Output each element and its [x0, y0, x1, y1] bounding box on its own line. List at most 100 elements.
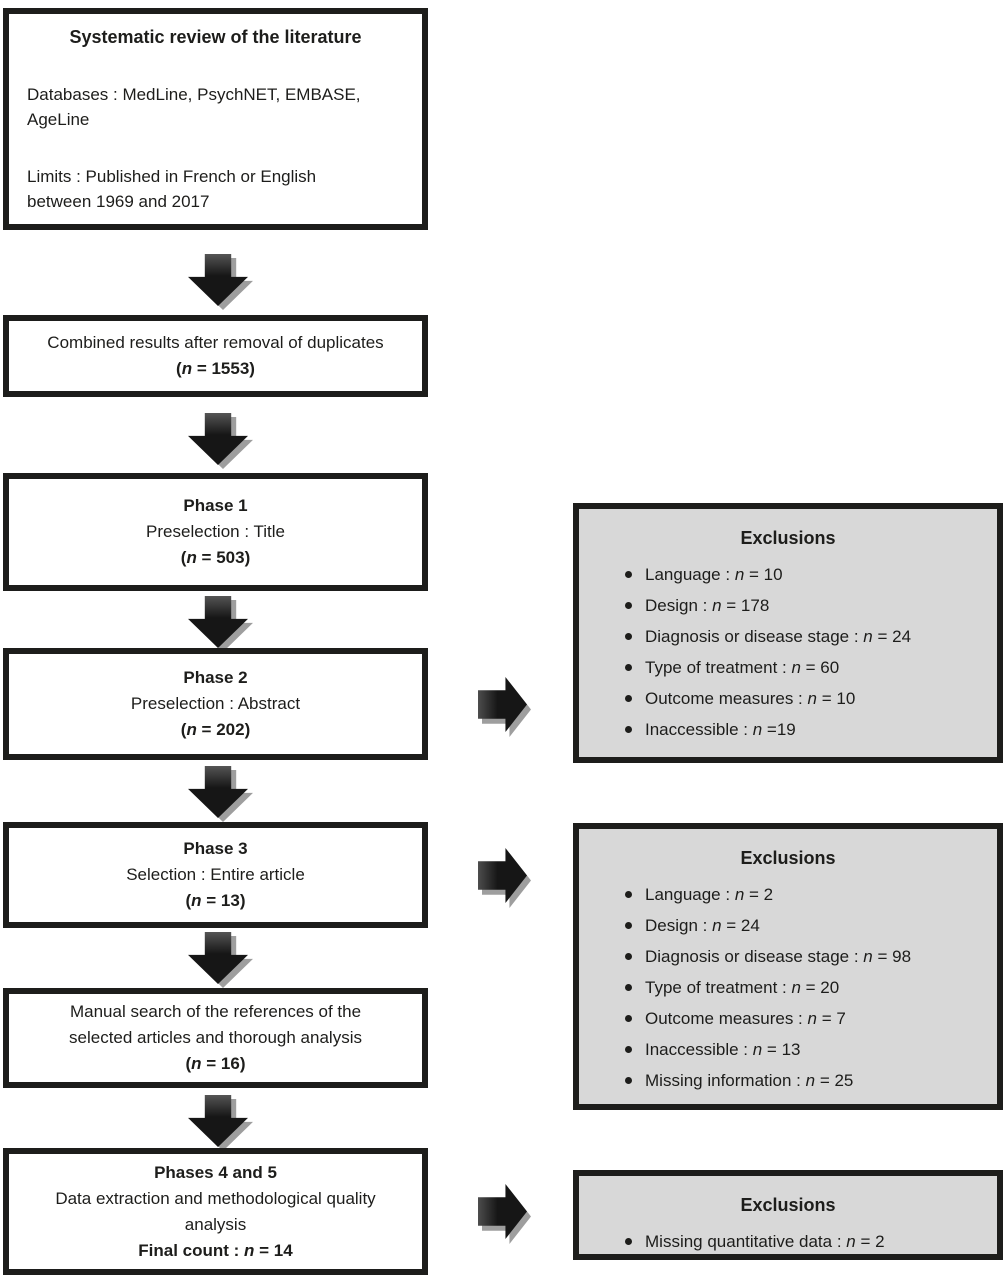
text-line: Data extraction and methodological quali…	[55, 1188, 376, 1208]
text-line: Manual search of the references of the	[69, 1002, 362, 1021]
text-line: between 1969 and 2017	[27, 192, 210, 211]
count-line: (n = 503)	[181, 545, 250, 571]
text-line: selected articles and thorough analysis	[69, 1028, 362, 1047]
count-pre: (	[180, 548, 187, 567]
exclusions-title: Exclusions	[740, 848, 836, 868]
exclusion-label: Inaccessible :	[645, 720, 753, 739]
exclusion-label: Design :	[645, 596, 713, 615]
count-post: = 1553)	[192, 359, 255, 378]
n-variable: n	[186, 548, 197, 567]
phase-title: Phase 3	[183, 839, 248, 858]
box-systematic-review: Systematic review of the literature Data…	[3, 8, 428, 230]
box-phase-2: Phase 2 Preselection : Abstract (n = 202…	[3, 648, 428, 760]
phase-title: Phase 1	[183, 496, 248, 515]
exclusion-label: Outcome measures :	[645, 1009, 808, 1028]
box-exclusions-final: Exclusions Missing quantitative data : n…	[573, 1170, 1003, 1260]
count-post: = 14	[254, 1240, 293, 1260]
phase-title: Phase 2	[183, 668, 248, 687]
count-pre: Final count :	[138, 1240, 245, 1260]
exclusions-list: Language : n = 10 Design : n = 178 Diagn…	[625, 559, 997, 745]
exclusions-list: Language : n = 2 Design : n = 24 Diagnos…	[625, 879, 997, 1096]
exclusions-title: Exclusions	[740, 1195, 836, 1215]
n-variable: n	[805, 1071, 816, 1090]
arrow-down-icon	[188, 596, 248, 648]
exclusion-count: = 20	[800, 978, 840, 997]
n-variable: n	[807, 689, 817, 708]
n-variable: n	[752, 720, 763, 739]
count-post: = 202)	[196, 720, 251, 739]
count-pre: (	[180, 720, 187, 739]
box-manual-search: Manual search of the references of the s…	[3, 988, 428, 1088]
exclusion-label: Outcome measures :	[645, 689, 808, 708]
exclusion-count: = 13	[762, 1040, 801, 1059]
exclusion-item: Inaccessible : n =19	[625, 714, 997, 745]
count-pre: (	[185, 891, 192, 910]
limits-paragraph: Limits : Published in French or English …	[9, 164, 422, 214]
exclusions-list: Missing quantitative data : n = 2	[625, 1226, 997, 1257]
exclusion-item: Type of treatment : n = 60	[625, 652, 997, 683]
exclusions-title: Exclusions	[740, 528, 836, 548]
exclusion-item: Outcome measures : n = 10	[625, 683, 997, 714]
exclusion-item: Missing information : n = 25	[625, 1065, 997, 1096]
final-count-line: Final count : n = 14	[138, 1238, 292, 1264]
arrow-down-icon	[188, 413, 248, 465]
exclusion-item: Type of treatment : n = 20	[625, 972, 997, 1003]
n-variable: n	[712, 596, 722, 615]
text-line: AgeLine	[27, 110, 90, 129]
n-variable: n	[191, 891, 202, 910]
count-pre: (	[176, 359, 182, 378]
box-phase-1: Phase 1 Preselection : Title (n = 503)	[3, 473, 428, 591]
exclusion-label: Diagnosis or disease stage :	[645, 947, 864, 966]
box-phase-3: Phase 3 Selection : Entire article (n = …	[3, 822, 428, 928]
arrow-right-icon	[478, 848, 527, 903]
exclusion-label: Language :	[645, 885, 735, 904]
exclusion-count: = 178	[721, 596, 770, 615]
n-variable: n	[846, 1232, 856, 1251]
exclusion-item: Diagnosis or disease stage : n = 24	[625, 621, 997, 652]
phase-title: Phases 4 and 5	[154, 1162, 277, 1182]
exclusion-item: Design : n = 24	[625, 910, 997, 941]
n-variable: n	[863, 627, 873, 646]
exclusion-item: Language : n = 2	[625, 879, 997, 910]
exclusion-count: = 7	[816, 1009, 846, 1028]
exclusion-count: = 2	[744, 885, 774, 904]
exclusion-label: Missing quantitative data :	[645, 1232, 847, 1251]
count-line: (n = 202)	[181, 717, 250, 743]
count-line: (n = 13)	[185, 888, 245, 914]
databases-paragraph: Databases : MedLine, PsychNET, EMBASE, A…	[9, 82, 422, 132]
exclusion-item: Design : n = 178	[625, 590, 997, 621]
count-pre: (	[185, 1054, 192, 1073]
exclusion-count: = 24	[721, 916, 760, 935]
count-line: (n = 1553)	[176, 356, 255, 382]
exclusion-item: Missing quantitative data : n = 2	[625, 1226, 997, 1257]
phase-subtitle: Preselection : Abstract	[130, 694, 301, 713]
n-variable: n	[244, 1240, 255, 1260]
arrow-right-icon	[478, 677, 527, 732]
text-line: Databases : MedLine, PsychNET, EMBASE,	[27, 85, 361, 104]
n-variable: n	[752, 1040, 763, 1059]
exclusion-label: Design :	[645, 916, 713, 935]
n-variable: n	[791, 978, 801, 997]
box-exclusions-phase-2: Exclusions Language : n = 10 Design : n …	[573, 503, 1003, 763]
exclusion-count: =19	[762, 720, 796, 739]
exclusion-count: = 98	[872, 947, 912, 966]
exclusion-item: Diagnosis or disease stage : n = 98	[625, 941, 997, 972]
exclusion-count: = 60	[800, 658, 840, 677]
exclusion-count: = 24	[872, 627, 912, 646]
phase-subtitle: Selection : Entire article	[126, 865, 305, 884]
arrow-down-icon	[188, 932, 248, 984]
exclusion-item: Inaccessible : n = 13	[625, 1034, 997, 1065]
exclusion-label: Inaccessible :	[645, 1040, 753, 1059]
box-title: Systematic review of the literature	[69, 27, 362, 47]
n-variable: n	[734, 565, 745, 584]
exclusion-count: = 10	[744, 565, 783, 584]
n-variable: n	[712, 916, 722, 935]
n-variable: n	[863, 947, 873, 966]
exclusion-label: Type of treatment :	[645, 658, 792, 677]
arrow-down-icon	[188, 766, 248, 818]
text-line: Combined results after removal of duplic…	[47, 333, 384, 352]
count-post: = 503)	[196, 548, 251, 567]
count-post: = 16)	[201, 1054, 246, 1073]
text-line: Limits : Published in French or English	[27, 167, 317, 186]
exclusion-label: Diagnosis or disease stage :	[645, 627, 864, 646]
